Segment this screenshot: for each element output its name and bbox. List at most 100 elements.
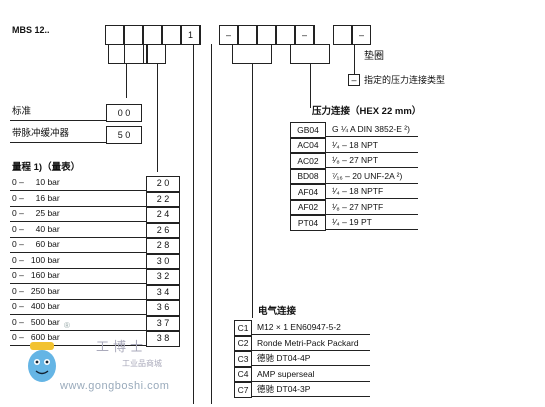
bracket-range	[146, 44, 166, 64]
range-row-label: 0 – 16 bar	[12, 192, 60, 203]
code-box	[333, 25, 352, 45]
range-row-code: 2 6	[146, 222, 180, 238]
code-box	[162, 25, 181, 45]
code-box	[143, 25, 162, 45]
pressure-row-code: AF02	[290, 199, 326, 215]
pressure-row-code: BD08	[290, 168, 326, 184]
range-row-label: 0 – 25 bar	[12, 208, 60, 218]
range-row-code: 2 2	[146, 191, 180, 207]
range-row-label: 0 – 250 bar	[12, 285, 60, 296]
range-row-code: 2 0	[146, 176, 180, 192]
pulse-row-code: 5 0	[106, 126, 142, 144]
pulse-row-label: 带脉冲缓冲器	[12, 128, 70, 139]
electrical-row-desc: 德驰 DT04-4P	[257, 353, 311, 363]
code-box	[105, 25, 124, 45]
code-box: –	[219, 25, 238, 45]
electrical-row-code: C4	[234, 366, 252, 382]
range-row-label: 0 – 160 bar	[12, 270, 60, 280]
pressure-row-line	[326, 151, 418, 153]
pressure-row-desc: G ¼ A DIN 3852-E ²)	[332, 124, 410, 134]
range-row-line	[10, 314, 146, 315]
range-row-line	[10, 190, 146, 191]
pulse-row-code: 0 0	[106, 104, 142, 122]
range-row-label: 0 – 60 bar	[12, 239, 60, 249]
pulse-row-line	[10, 142, 106, 143]
range-row-label: 0 – 10 bar	[12, 177, 60, 187]
range-row-line	[10, 345, 146, 346]
range-row-label: 0 – 600 bar	[12, 332, 60, 342]
pressure-row-code: GB04	[290, 122, 326, 138]
seal-code-box: –	[348, 74, 360, 86]
pressure-title: 压力连接（HEX 22 mm）	[312, 106, 422, 117]
code-box	[124, 25, 143, 45]
range-row-line	[10, 329, 146, 331]
mascot-logo-icon	[22, 336, 62, 386]
range-row-label: 0 – 100 bar	[12, 254, 60, 265]
pressure-row-code: PT04	[290, 215, 326, 231]
seal-title: 垫圈	[364, 51, 384, 62]
seal-description: 指定的压力连接类型	[364, 75, 446, 85]
range-row-line	[10, 298, 146, 300]
pressure-row-line	[326, 229, 418, 230]
range-row-code: 3 7	[146, 315, 180, 331]
pressure-row-desc: ¹⁄₄ – 19 PT	[332, 217, 372, 227]
pressure-row-code: AF04	[290, 184, 326, 200]
bracket-electrical	[232, 44, 272, 64]
range-title: 量程 1)（量表）	[12, 162, 81, 173]
range-row-label: 0 – 500 bar	[12, 316, 60, 327]
code-box	[238, 25, 257, 45]
pressure-row-desc: ¹⁄₈ – 27 NPTF	[332, 201, 384, 212]
range-row-line	[10, 205, 146, 207]
model-code-label: MBS 12..	[12, 25, 50, 35]
range-row-code: 3 0	[146, 253, 180, 269]
code-box: 1	[181, 25, 200, 45]
code-box-gap	[314, 25, 315, 45]
range-row-code: 2 8	[146, 238, 180, 254]
pressure-row-desc: ⁷⁄₁₆ – 20 UNF-2A ²)	[332, 170, 403, 181]
code-box: –	[352, 25, 371, 45]
range-row-line	[10, 283, 146, 284]
pressure-row-line	[326, 213, 418, 215]
electrical-row-line	[252, 396, 370, 397]
range-row-code: 2 4	[146, 207, 180, 223]
code-box: –	[295, 25, 314, 45]
electrical-row-line	[252, 380, 370, 382]
range-row-code: 3 2	[146, 269, 180, 285]
electrical-title: 电气连接	[258, 306, 297, 317]
code-box-gap	[200, 25, 201, 45]
electrical-row-code: C3	[234, 351, 252, 367]
bracket-pulse	[108, 44, 148, 64]
range-row-line	[10, 236, 146, 238]
range-row-line	[10, 252, 146, 253]
pressure-row-desc: ¹⁄₈ – 27 NPT	[332, 155, 379, 165]
electrical-row-desc: M12 × 1 EN60947-5-2	[257, 322, 341, 332]
electrical-row-line	[252, 365, 370, 366]
range-row-label: 0 – 40 bar	[12, 223, 60, 234]
pressure-row-line	[326, 198, 418, 199]
electrical-row-line	[252, 349, 370, 351]
code-box	[276, 25, 295, 45]
pressure-row-line	[326, 182, 418, 184]
code-box	[257, 25, 276, 45]
electrical-row-code: C2	[234, 335, 252, 351]
pulse-row-label: 标准	[12, 106, 32, 117]
pressure-row-line	[326, 136, 418, 137]
watermark-brand: 工博士	[96, 339, 148, 354]
watermark-sub: 工业品商城	[122, 359, 162, 368]
electrical-row-line	[252, 334, 370, 335]
bracket-pressure	[290, 44, 330, 64]
electrical-row-code: C7	[234, 382, 252, 398]
range-row-code: 3 8	[146, 331, 180, 347]
range-row-line	[10, 267, 146, 269]
range-row-code: 3 6	[146, 300, 180, 316]
pressure-row-desc: ¹⁄₄ – 18 NPTF	[332, 186, 384, 196]
electrical-row-desc: AMP superseal	[257, 368, 315, 379]
electrical-row-desc: Ronde Metri-Pack Packard	[257, 337, 359, 348]
pressure-row-line	[326, 167, 418, 168]
pressure-row-code: AC02	[290, 153, 326, 169]
pressure-row-desc: ¹⁄₄ – 18 NPT	[332, 139, 378, 150]
range-row-label: 0 – 400 bar	[12, 301, 60, 311]
electrical-row-desc: 德驰 DT04-3P	[257, 384, 311, 394]
range-row-code: 3 4	[146, 284, 180, 300]
registered-mark: ®	[64, 321, 70, 330]
